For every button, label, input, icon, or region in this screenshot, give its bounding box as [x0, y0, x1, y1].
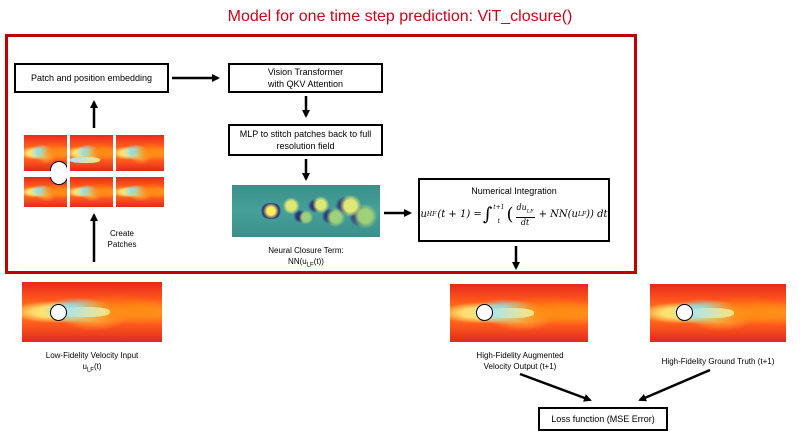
- patch-1: [24, 135, 67, 171]
- create-patches-caption: Create Patches: [100, 228, 144, 250]
- patch-6: [116, 177, 164, 207]
- eq-lhs-sub: HF: [426, 210, 437, 218]
- loss-label: Loss function (MSE Error): [551, 414, 655, 424]
- patch-2: [70, 135, 113, 171]
- nn-term: + NN(u: [538, 208, 578, 220]
- nn-sub: LF: [577, 210, 587, 218]
- vision-transformer-box: Vision Transformer with QKV Attention: [228, 63, 383, 93]
- closure-vortex: [260, 203, 282, 219]
- closure-suffix: (t)): [313, 257, 324, 266]
- mlp-label-line1: MLP to stitch patches back to full: [239, 129, 372, 139]
- vit-label-line2: with QKV Attention: [267, 79, 344, 89]
- frac-den: dt: [520, 217, 530, 227]
- cylinder-icon: [50, 161, 67, 171]
- closure-line2: NN(uLF(t)): [246, 256, 366, 272]
- low-fidelity-field: [22, 282, 162, 342]
- lf-var: u: [82, 362, 87, 371]
- integration-title: Numerical Integration: [471, 186, 557, 196]
- eq-lhs: u: [420, 208, 427, 220]
- patch-4: [24, 177, 67, 207]
- fraction: duLF dt: [515, 203, 535, 227]
- hf-gt-label: High-Fidelity Ground Truth (t+1): [661, 357, 775, 366]
- patch-3: [116, 135, 164, 171]
- cylinder-icon: [476, 304, 493, 321]
- neural-closure-field: [232, 185, 380, 237]
- int-upper: t+1: [493, 203, 505, 211]
- integral-limits: t+1 t: [493, 204, 504, 226]
- lf-caption: Low-Fidelity Velocity Input uLF(t): [22, 350, 162, 377]
- vit-closure-frame: [5, 34, 637, 274]
- closure-line1: Neural Closure Term:: [268, 246, 344, 255]
- wake-streak: [486, 307, 534, 319]
- hf-gt-caption: High-Fidelity Ground Truth (t+1): [640, 356, 796, 367]
- eq-tail: )) dt: [586, 208, 608, 220]
- integral-sign: ∫: [482, 203, 493, 225]
- hf-aug-line1: High-Fidelity Augmented: [476, 351, 564, 360]
- paren-open: (: [506, 203, 514, 225]
- embedding-box: Patch and position embedding: [14, 63, 169, 93]
- lf-line2: uLF(t): [22, 361, 162, 377]
- cylinder-icon: [50, 304, 67, 321]
- lf-arg: (t): [93, 362, 102, 371]
- create-line2: Patches: [107, 240, 137, 249]
- wake-streak: [70, 156, 100, 164]
- int-lower: t: [497, 217, 501, 225]
- patch-5: [70, 177, 113, 207]
- cylinder-icon: [676, 304, 693, 321]
- mlp-label-line2: resolution field: [276, 141, 335, 151]
- closure-caption: Neural Closure Term: NN(uLF(t)): [246, 245, 366, 272]
- create-line1: Create: [109, 229, 134, 238]
- embedding-label: Patch and position embedding: [30, 73, 153, 83]
- wake-streak: [60, 306, 110, 318]
- vit-label-line1: Vision Transformer: [267, 67, 344, 77]
- patches-grid: [24, 135, 164, 207]
- eq-lhs-arg: (t + 1) =: [437, 208, 482, 220]
- arrow-truth-to-loss: [638, 368, 711, 402]
- closure-sub: LF: [306, 262, 314, 269]
- frac-num: du: [516, 203, 527, 212]
- hf-ground-truth-field: [650, 284, 786, 342]
- lf-sub: LF: [86, 367, 94, 374]
- hf-aug-caption: High-Fidelity Augmented Velocity Output …: [440, 350, 600, 372]
- closure-prefix: NN(u: [288, 257, 307, 266]
- diagram-title: Model for one time step prediction: ViT_…: [227, 8, 573, 25]
- frac-num-sub: LF: [526, 208, 534, 215]
- arrow-output-to-loss: [519, 372, 592, 402]
- wake-streak: [686, 307, 734, 319]
- loss-function-box: Loss function (MSE Error): [538, 407, 668, 431]
- hf-augmented-field: [450, 284, 588, 342]
- mlp-box: MLP to stitch patches back to full resol…: [228, 124, 383, 156]
- lf-line1: Low-Fidelity Velocity Input: [45, 351, 139, 360]
- hf-aug-line2: Velocity Output (t+1): [483, 362, 557, 371]
